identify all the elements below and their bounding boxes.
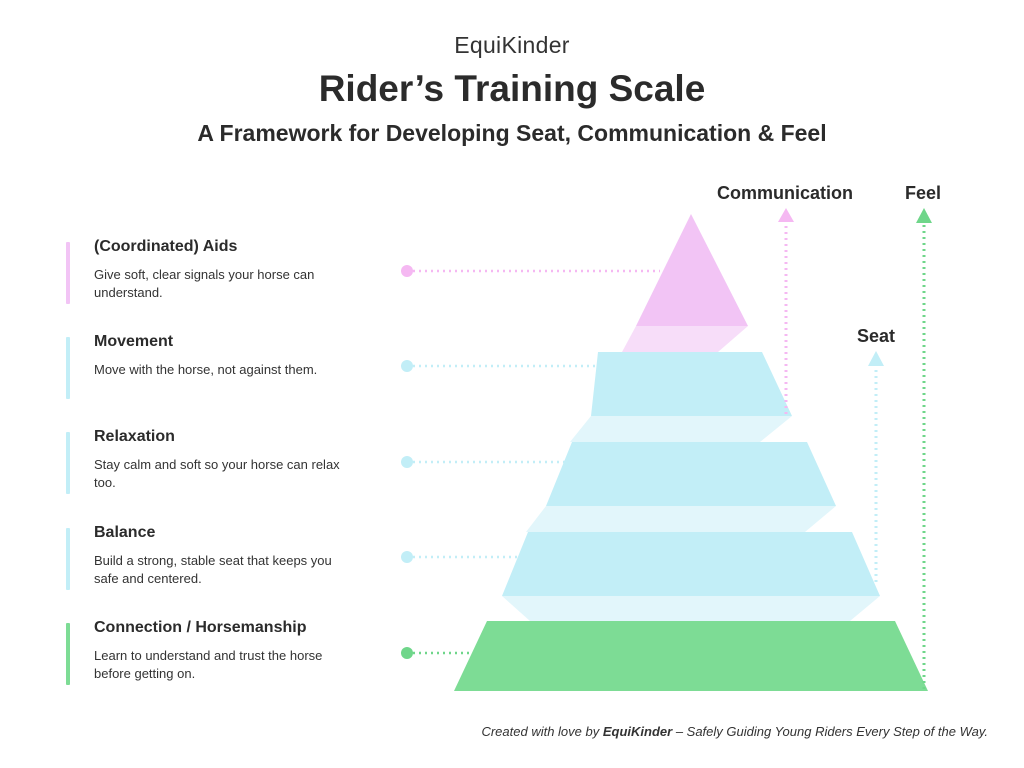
ribbon-aids-movement: [622, 326, 748, 352]
level-color-bar: [66, 242, 70, 304]
level-description: Build a strong, stable seat that keeps y…: [94, 553, 332, 586]
connector-dot: [401, 647, 413, 659]
connector-dot: [401, 265, 413, 277]
level-description: Give soft, clear signals your horse can …: [94, 267, 315, 300]
arrow-communication-head: [778, 208, 794, 222]
tier-movement: [591, 352, 792, 416]
level-relaxation: Relaxation Stay calm and soft so your ho…: [66, 428, 356, 494]
level-balance: Balance Build a strong, stable seat that…: [66, 524, 356, 590]
level-color-bar: [66, 432, 70, 494]
connector-dot: [401, 456, 413, 468]
page-subtitle: A Framework for Developing Seat, Communi…: [197, 120, 827, 146]
tier-relaxation: [546, 442, 836, 506]
arrow-feel-head: [916, 208, 932, 223]
level-description: Learn to understand and trust the horse …: [94, 648, 323, 681]
level-color-bar: [66, 623, 70, 685]
connector-dot: [401, 360, 413, 372]
connector-dot: [401, 551, 413, 563]
footer-suffix: – Safely Guiding Young Riders Every Step…: [672, 724, 988, 739]
level-color-bar: [66, 528, 70, 590]
footer-prefix: Created with love by: [481, 724, 603, 739]
page-title: Rider’s Training Scale: [318, 68, 706, 109]
brand-name: EquiKinder: [454, 32, 570, 58]
level-title: Balance: [94, 524, 156, 541]
footer-brand: EquiKinder: [602, 724, 673, 739]
footer-credit: Created with love by EquiKinder – Safely…: [481, 724, 988, 739]
tier-aids: [636, 214, 748, 326]
level-title: Relaxation: [94, 428, 175, 445]
level-connection: Connection / Horsemanship Learn to under…: [66, 619, 356, 685]
tier-connection: [454, 621, 928, 691]
level-movement: Movement Move with the horse, not agains…: [66, 333, 356, 399]
ribbon-movement-relaxation: [570, 416, 792, 442]
ribbon-relaxation-balance: [526, 506, 836, 532]
tier-balance: [502, 532, 880, 596]
level-aids: (Coordinated) Aids Give soft, clear sign…: [66, 238, 356, 304]
level-title: Movement: [94, 333, 174, 350]
level-title: (Coordinated) Aids: [94, 238, 238, 255]
level-title: Connection / Horsemanship: [94, 619, 307, 636]
ribbon-balance-connection: [502, 596, 880, 621]
label-feel: Feel: [905, 183, 941, 203]
arrow-seat-head: [868, 351, 884, 366]
level-description: Stay calm and soft so your horse can rel…: [94, 457, 340, 490]
level-description: Move with the horse, not against them.: [94, 362, 318, 377]
label-communication: Communication: [717, 183, 853, 203]
label-seat: Seat: [857, 326, 895, 346]
level-color-bar: [66, 337, 70, 399]
